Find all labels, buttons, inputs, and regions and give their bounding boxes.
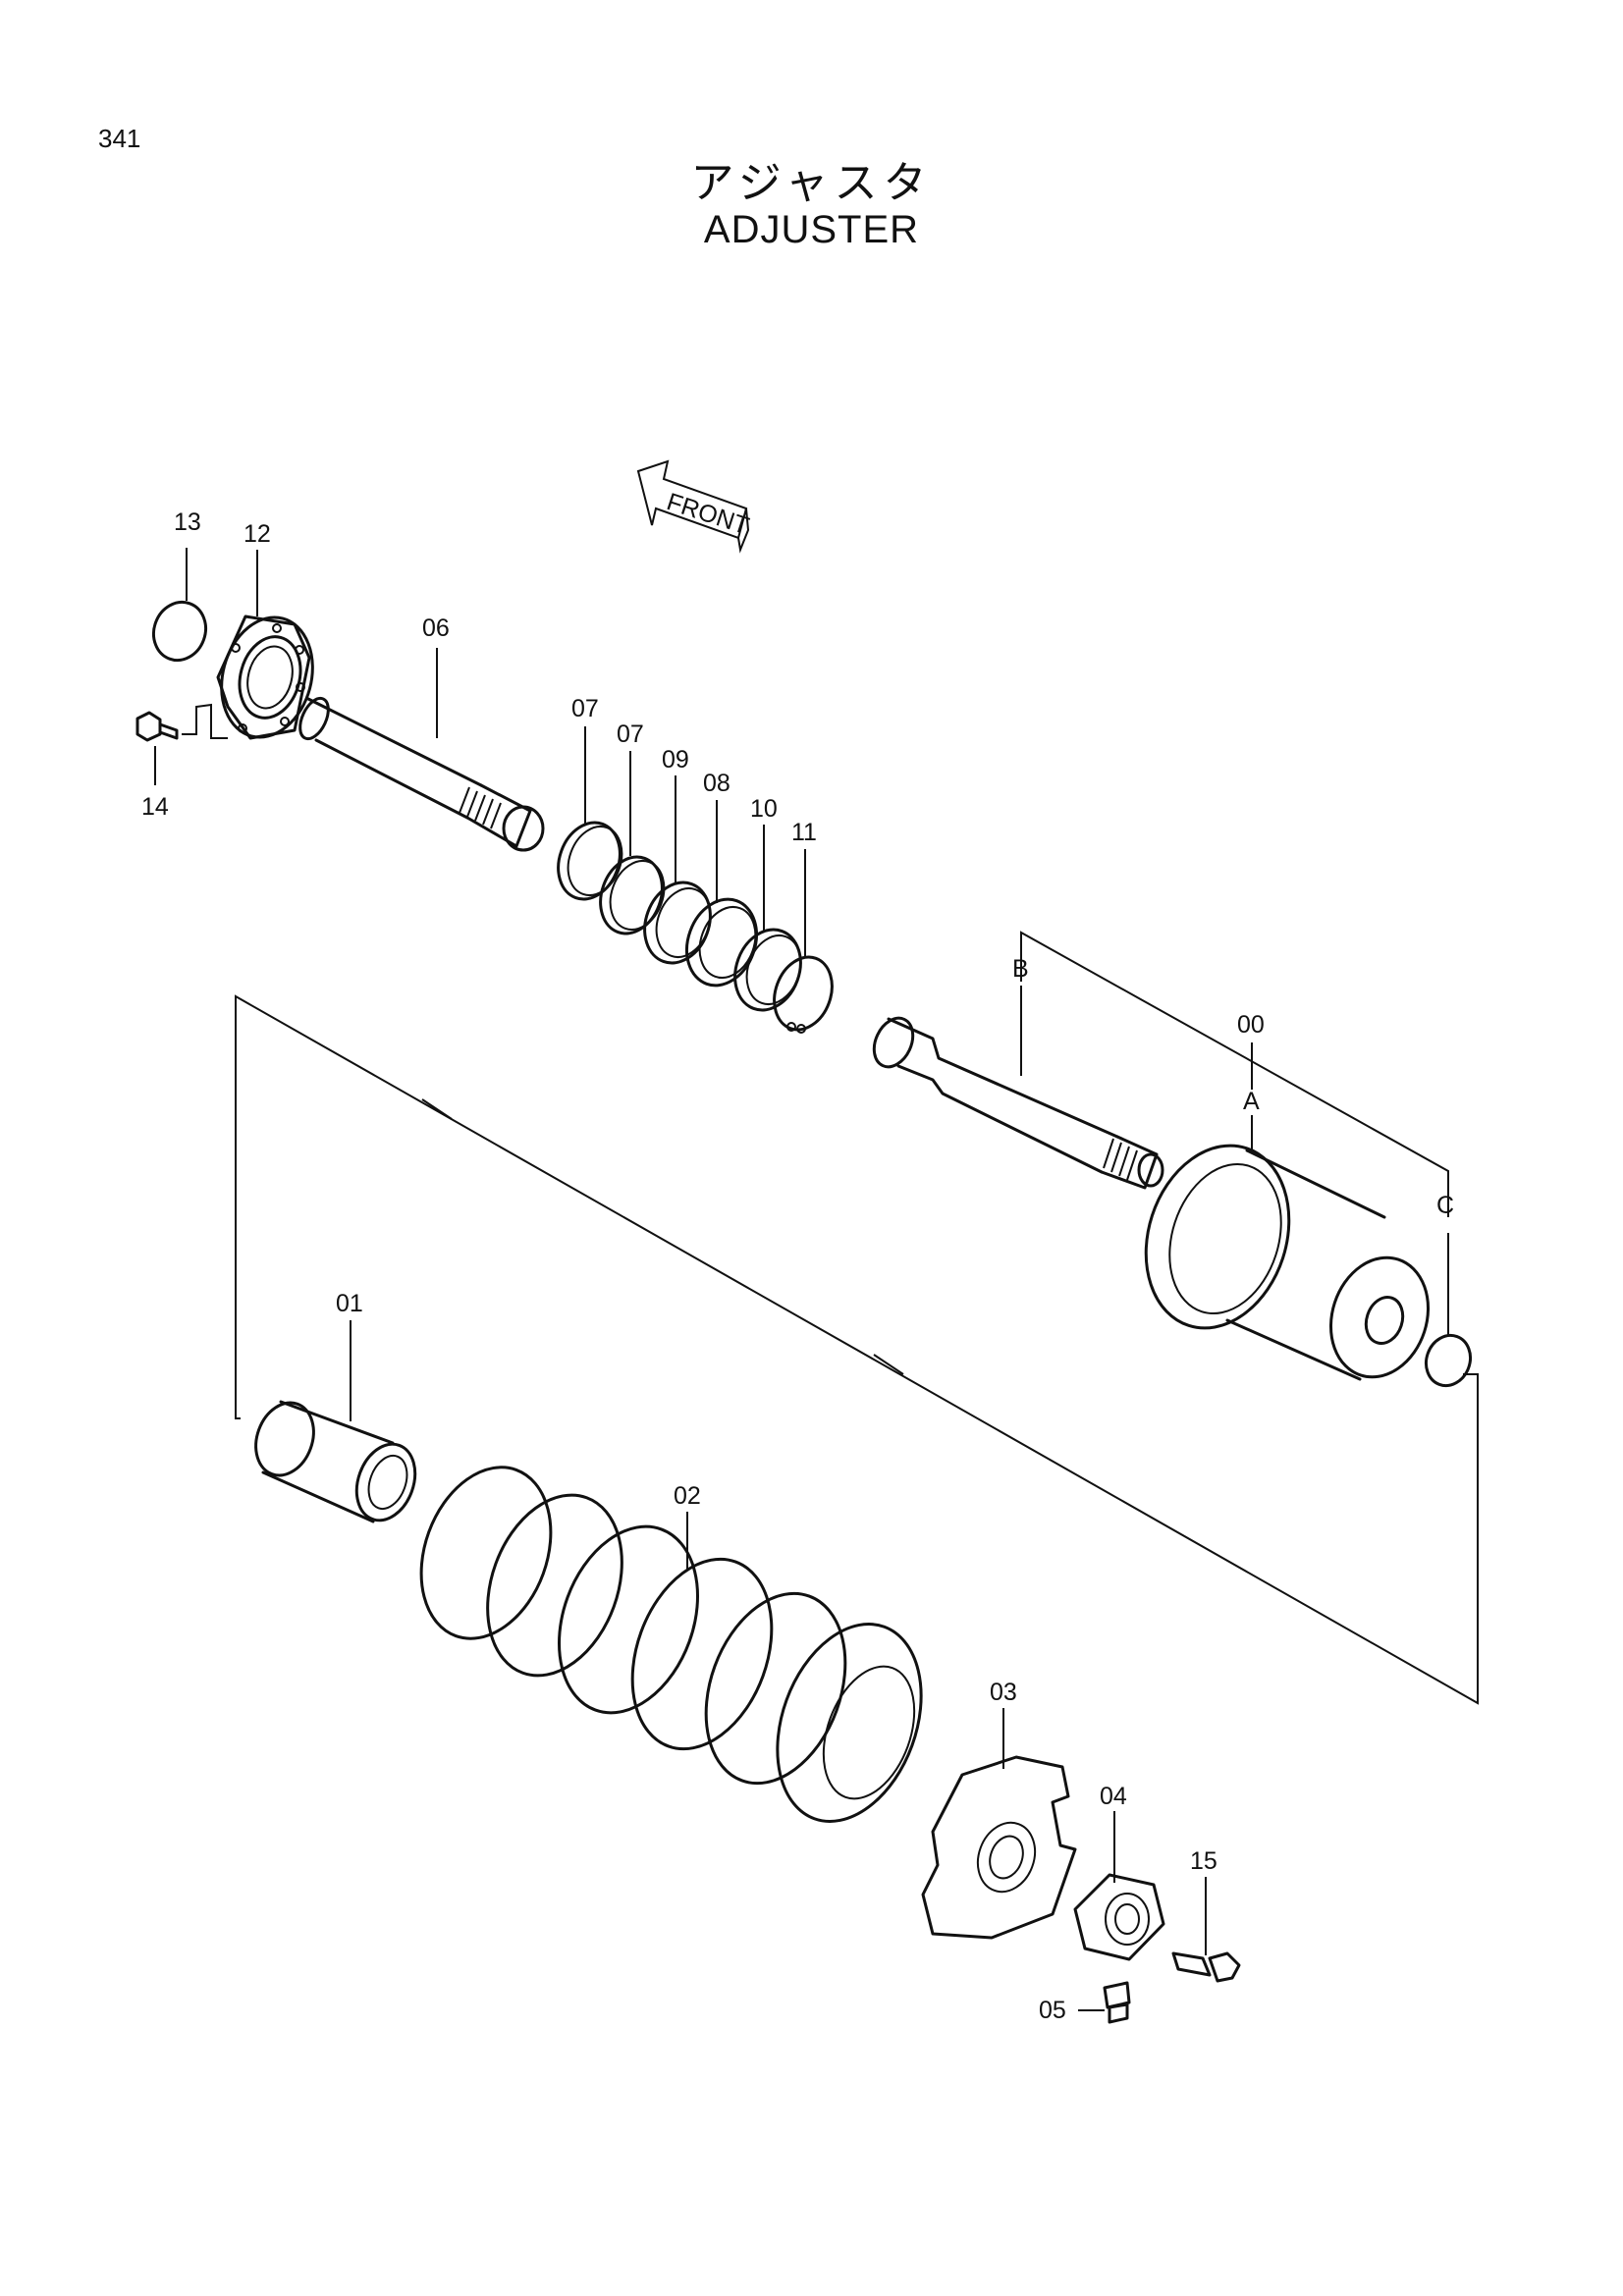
ring-09 [643,881,712,965]
assembly-00-bracket [1020,931,1449,1217]
callout-09: 09 [662,746,689,774]
snap-ring-11 [773,955,834,1034]
callout-C: C [1436,1192,1454,1219]
o-ring-C [1424,1333,1473,1388]
callout-A: A [1243,1088,1260,1115]
callout-12: 12 [243,520,271,548]
rod-B [872,1016,1164,1190]
callout-14: 14 [141,793,169,821]
callout-08: 08 [703,770,730,797]
spring-seat-03 [921,1755,1077,1940]
bolt-14 [135,703,228,742]
bushing-01 [254,1400,417,1523]
callout-10: 10 [750,795,778,823]
callout-11: 11 [791,819,817,846]
plug-05 [1078,1981,1131,2024]
callout-B: B [1012,955,1029,983]
title-english: ADJUSTER [703,208,920,251]
nut-04 [1073,1873,1165,1961]
callout-03: 03 [990,1679,1017,1706]
grease-fitting-15 [1171,1951,1241,1983]
leader-lines [154,548,1449,1955]
ring-07-a [557,821,623,901]
callout-13: 13 [174,508,201,536]
spring-group-bracket [235,994,1479,1705]
callout-02: 02 [674,1482,701,1510]
callout-07-b: 07 [617,721,644,748]
cylinder-A [1144,1144,1431,1381]
page-number: 341 [98,124,141,153]
ring-07-b [599,855,666,935]
callout-05: 05 [1039,1997,1066,2024]
title-japanese: アジャスタ [690,158,933,208]
front-arrow-icon: FRONT [636,459,752,554]
flange-12 [216,614,314,740]
callout-06: 06 [422,614,450,642]
o-ring-13 [152,600,207,663]
ring-10 [733,928,802,1012]
callout-00: 00 [1237,1011,1265,1039]
ring-08 [685,897,758,988]
spring-02 [419,1466,923,1823]
callout-07-a: 07 [571,695,599,722]
callout-01: 01 [336,1290,363,1317]
bracket-dash [421,1098,904,1375]
callout-15: 15 [1190,1847,1217,1875]
callout-04: 04 [1100,1783,1127,1810]
piston-rod-06 [298,696,545,852]
